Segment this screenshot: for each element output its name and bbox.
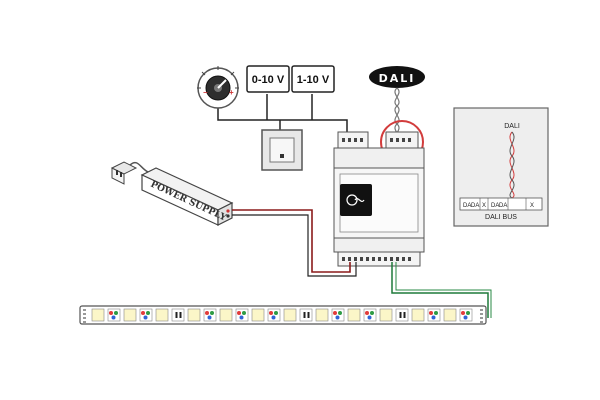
- led-chip: [443, 308, 457, 322]
- voltage-0-10-box: 0-10 V: [246, 65, 290, 93]
- dali-badge: DALI: [369, 66, 425, 88]
- svg-text:−: −: [203, 88, 208, 97]
- led-chip: [315, 308, 329, 322]
- led-chip: [299, 308, 313, 322]
- power-wire-return: [232, 214, 357, 277]
- led-chip: [219, 308, 233, 322]
- led-chip: [235, 308, 249, 322]
- led-chip: [187, 308, 201, 322]
- led-chip: [283, 308, 297, 322]
- led-chip: [251, 308, 265, 322]
- led-chip: [379, 308, 393, 322]
- led-chip: [123, 308, 137, 322]
- svg-text:+: +: [229, 88, 234, 97]
- bus-term-da-4: DA: [499, 203, 507, 209]
- power-supply-unit: POWER SUPPLY: [140, 167, 234, 226]
- sine-wave-logo-icon: [346, 194, 365, 206]
- control-wires: [217, 94, 348, 132]
- power-wire: [232, 209, 351, 273]
- led-chip: [267, 308, 281, 322]
- voltage-1-10-label: 1-10 V: [297, 74, 330, 86]
- bus-term-x-1: X: [482, 203, 486, 209]
- led-chip: [347, 308, 361, 322]
- led-chip: [139, 308, 153, 322]
- led-chip: [331, 308, 345, 322]
- led-chip: [155, 308, 169, 322]
- led-chip: [411, 308, 425, 322]
- voltage-0-10-label: 0-10 V: [252, 74, 285, 86]
- inset-dali-label: DALI: [504, 123, 520, 130]
- bus-term-da-2: DA: [471, 203, 479, 209]
- led-chip: [171, 308, 185, 322]
- led-chip: [459, 308, 473, 322]
- led-chip: [395, 308, 409, 322]
- potentiometer-icon: − +: [197, 66, 239, 109]
- led-strip: [79, 305, 487, 325]
- power-plug-icon: [110, 161, 149, 185]
- dali-bus-label: DALI BUS: [485, 214, 517, 221]
- push-button-switch-icon: [261, 129, 303, 171]
- bus-term-x-2: X: [530, 203, 534, 209]
- led-chip: [203, 308, 217, 322]
- led-chips: [91, 308, 473, 322]
- dali-bus-inset: DALI DA DA X DA DA X DALI BUS: [453, 107, 549, 227]
- led-chip: [427, 308, 441, 322]
- led-chip: [107, 308, 121, 322]
- led-chip: [363, 308, 377, 322]
- bus-term-da-1: DA: [463, 203, 471, 209]
- strip-data-wire-b: [395, 262, 492, 318]
- dali-controller-module: [333, 131, 425, 267]
- strip-data-wire: [391, 262, 489, 318]
- led-chip: [91, 308, 105, 322]
- dali-badge-label: DALI: [379, 72, 416, 85]
- strip-end-cap: [83, 309, 483, 323]
- voltage-1-10-box: 1-10 V: [291, 65, 335, 93]
- bus-term-da-3: DA: [491, 203, 499, 209]
